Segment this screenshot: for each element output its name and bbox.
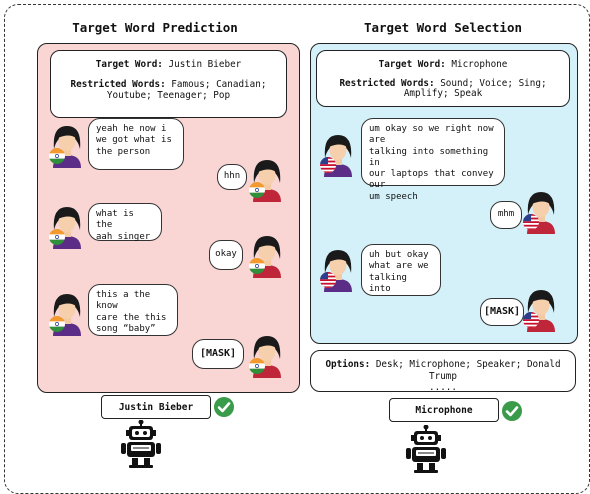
left-title: Target Word Prediction (72, 20, 238, 35)
restricted-words-label: Restricted Words: (339, 77, 435, 89)
right-answer-bubble: Microphone (389, 398, 499, 422)
speaker-a-avatar-icon (47, 126, 81, 168)
restricted-words-value: Sound; Voice; Sing; Amplify; Speak (403, 77, 547, 99)
right-target-card: Target Word: Microphone Restricted Words… (316, 50, 570, 107)
options-value: Desk; Microphone; Speaker; Donald Trump (375, 359, 561, 382)
left-target-card: Target Word: Justin Bieber Restricted Wo… (50, 50, 287, 118)
options-more: ..... (429, 382, 457, 393)
message-bubble: yeah he now i we got what is the person (88, 118, 184, 170)
mask-bubble: [MASK] (480, 298, 524, 326)
target-word-label: Target Word: (378, 59, 446, 70)
restricted-words-label: Restricted Words: (70, 78, 166, 90)
robot-icon (121, 420, 161, 468)
speaker-a-avatar-icon (318, 135, 352, 177)
message-bubble: uh but okay what are we talking into (361, 244, 441, 296)
message-bubble: hhn (217, 164, 247, 190)
speaker-b-avatar-icon (247, 160, 281, 202)
robot-icon (406, 425, 446, 473)
checkmark-icon (502, 401, 522, 421)
speaker-b-avatar-icon (247, 236, 281, 278)
target-word-value: Justin Bieber (168, 59, 242, 70)
restricted-words-value: Famous; Canadian; Youtube; Teenager; Pop (106, 78, 267, 102)
options-label: Options: (325, 359, 371, 370)
message-bubble: um okay so we right now are talking into… (361, 118, 505, 202)
speaker-a-avatar-icon (47, 294, 81, 336)
speaker-b-avatar-icon (521, 192, 555, 234)
message-bubble: okay (209, 240, 243, 270)
message-bubble: this a the know care the this song “baby… (88, 284, 178, 336)
left-answer-bubble: Justin Bieber (101, 395, 211, 419)
options-card: Options: Desk; Microphone; Speaker; Dona… (310, 350, 576, 393)
speaker-b-avatar-icon (247, 336, 281, 378)
mask-bubble: [MASK] (192, 339, 244, 369)
right-title: Target Word Selection (363, 20, 523, 35)
speaker-a-avatar-icon (318, 250, 352, 292)
message-bubble: mhm (490, 201, 522, 229)
message-bubble: what is the aah singer (88, 203, 162, 242)
checkmark-icon (214, 397, 234, 417)
speaker-b-avatar-icon (521, 290, 555, 332)
speaker-a-avatar-icon (47, 207, 81, 249)
target-word-label: Target Word: (95, 59, 163, 70)
target-word-value: Microphone (451, 59, 508, 70)
